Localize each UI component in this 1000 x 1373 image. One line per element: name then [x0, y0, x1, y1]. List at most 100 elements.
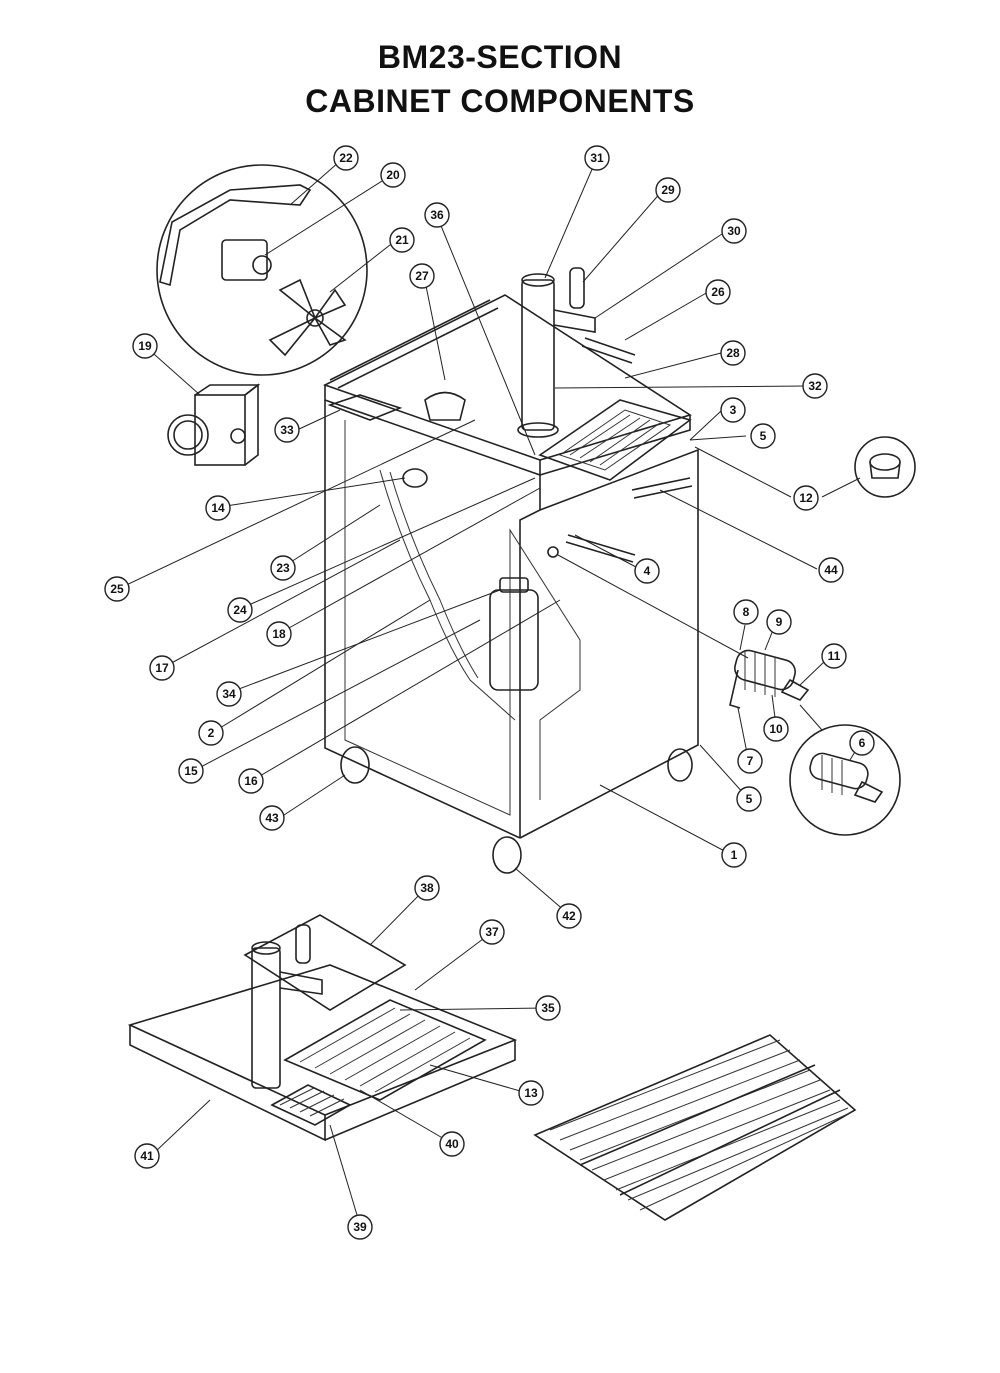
callout-43: 43	[259, 805, 285, 831]
callout-7: 7	[737, 748, 763, 774]
callout-label: 23	[276, 561, 290, 575]
callout-label: 2	[208, 726, 215, 740]
callout-label: 5	[760, 429, 767, 443]
callout-29: 29	[655, 177, 681, 203]
callout-40: 40	[439, 1131, 465, 1157]
callout-label: 18	[272, 627, 286, 641]
callout-label: 33	[280, 423, 294, 437]
callout-36: 36	[424, 202, 450, 228]
callout-5-top: 5	[750, 423, 776, 449]
callout-label: 13	[524, 1086, 538, 1100]
callout-5-bottom: 5	[736, 786, 762, 812]
coupler-assembly	[729, 649, 901, 836]
callout-6: 6	[849, 730, 875, 756]
callout-35: 35	[535, 995, 561, 1021]
callout-24: 24	[227, 597, 253, 623]
callout-label: 37	[485, 925, 499, 939]
callout-label: 43	[265, 811, 279, 825]
callout-19: 19	[132, 333, 158, 359]
callout-1: 1	[721, 842, 747, 868]
callout-25: 25	[104, 576, 130, 602]
leader-lines	[121, 159, 861, 1226]
callout-9: 9	[766, 609, 792, 635]
callout-23: 23	[270, 555, 296, 581]
callout-label: 28	[726, 346, 740, 360]
callout-30: 30	[721, 218, 747, 244]
callout-21: 21	[389, 227, 415, 253]
callout-16: 16	[238, 768, 264, 794]
callout-label: 14	[211, 501, 225, 515]
callout-label: 10	[769, 722, 783, 736]
fan-detail-inset	[156, 164, 368, 376]
callout-label: 19	[138, 339, 152, 353]
callout-label: 26	[711, 285, 725, 299]
callout-label: 22	[339, 151, 353, 165]
callout-26: 26	[705, 279, 731, 305]
callout-label: 39	[353, 1220, 367, 1234]
callout-17: 17	[149, 655, 175, 681]
callout-39: 39	[347, 1214, 373, 1240]
callout-28: 28	[720, 340, 746, 366]
callout-label: 9	[776, 615, 783, 629]
callout-label: 7	[747, 754, 754, 768]
grill-rack	[533, 1034, 857, 1221]
callout-label: 11	[828, 649, 841, 663]
callout-label: 38	[420, 881, 434, 895]
callout-label: 36	[430, 208, 444, 222]
callout-label: 25	[110, 582, 124, 596]
callout-label: 30	[727, 224, 741, 238]
callout-33: 33	[274, 417, 300, 443]
cabinet-body	[322, 267, 699, 874]
callout-42: 42	[556, 903, 582, 929]
callout-32: 32	[802, 373, 828, 399]
lower-drip-tray-assembly	[127, 914, 518, 1142]
callout-label: 41	[140, 1149, 154, 1163]
callout-label: 42	[562, 909, 576, 923]
callout-label: 32	[808, 379, 822, 393]
callout-31: 31	[584, 145, 610, 171]
callout-14: 14	[205, 495, 231, 521]
callout-11: 11	[821, 643, 847, 669]
callout-label: 12	[799, 491, 813, 505]
callout-4: 4	[634, 558, 660, 584]
callout-label: 8	[743, 605, 750, 619]
callout-20: 20	[380, 162, 406, 188]
callout-label: 24	[233, 603, 247, 617]
diagram-title-line2: CABINET COMPONENTS	[305, 83, 695, 119]
callout-label: 15	[184, 764, 198, 778]
callout-label: 21	[395, 233, 409, 247]
callout-label: 3	[730, 403, 737, 417]
callout-label: 5	[746, 792, 753, 806]
callout-34: 34	[216, 681, 242, 707]
callout-41: 41	[134, 1143, 160, 1169]
callout-label: 16	[244, 774, 258, 788]
callout-10: 10	[763, 716, 789, 742]
callout-label: 34	[222, 687, 236, 701]
callout-22: 22	[333, 145, 359, 171]
callout-label: 31	[590, 151, 604, 165]
callout-label: 6	[859, 736, 866, 750]
callout-38: 38	[414, 875, 440, 901]
callout-37: 37	[479, 919, 505, 945]
thermostat-component	[167, 383, 261, 466]
grommet-component	[854, 436, 916, 498]
callout-label: 35	[541, 1001, 555, 1015]
callout-18: 18	[266, 621, 292, 647]
diagram-title-line1: BM23-SECTION	[377, 39, 623, 75]
callout-12: 12	[793, 485, 819, 511]
callout-label: 27	[415, 269, 429, 283]
callout-2: 2	[198, 720, 224, 746]
callout-15: 15	[178, 758, 204, 784]
callout-label: 20	[386, 168, 400, 182]
callout-label: 4	[644, 564, 651, 578]
callout-44: 44	[818, 557, 844, 583]
callout-8: 8	[733, 599, 759, 625]
callout-label: 40	[445, 1137, 459, 1151]
callout-13: 13	[518, 1080, 544, 1106]
callout-label: 29	[661, 183, 675, 197]
callout-27: 27	[409, 263, 435, 289]
callout-label: 1	[731, 848, 738, 862]
callout-3: 3	[720, 397, 746, 423]
callout-label: 44	[824, 563, 838, 577]
